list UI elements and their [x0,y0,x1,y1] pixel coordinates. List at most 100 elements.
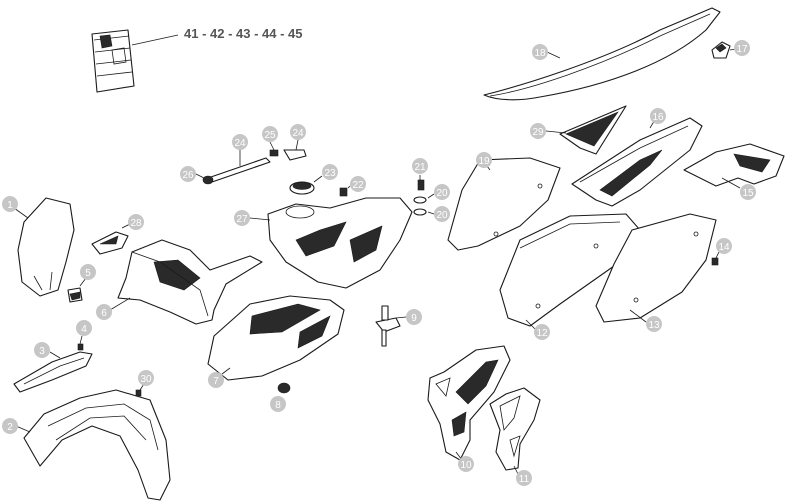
leader-1 [13,207,29,219]
leader-2 [15,425,31,433]
leader-23 [313,175,323,183]
svg-text:20: 20 [436,188,448,199]
callout-28: 28 [128,214,144,230]
svg-text:11: 11 [519,474,530,485]
svg-text:21: 21 [414,162,426,173]
fender-screw [135,389,142,397]
svg-text:20: 20 [436,210,448,221]
svg-text:3: 3 [39,346,45,357]
svg-text:12: 12 [536,328,548,339]
callout-24a: 24 [232,134,248,150]
callout-26: 26 [180,166,196,182]
leader-6 [109,297,131,311]
svg-text:17: 17 [736,44,748,55]
fuel-tank [267,197,413,289]
fork-guard [13,351,93,393]
svg-text:22: 22 [352,180,364,191]
leader-decal-kit [131,34,179,46]
leader-13 [629,309,647,323]
tank-bolt-21 [417,179,425,191]
svg-text:23: 23 [324,168,336,179]
rear-panel-decal [559,105,627,155]
headlight-clip [67,287,83,303]
fuel-cap [289,181,315,195]
leader-26 [195,173,205,179]
callout-6: 6 [96,304,112,320]
svg-text:25: 25 [264,130,276,141]
callout-24b: 24 [290,124,306,140]
svg-text:9: 9 [411,313,417,324]
front-fender [23,389,171,501]
svg-text:30: 30 [140,374,152,385]
callout-20a: 20 [434,184,450,200]
breather-valve [269,149,279,157]
callout-11: 11 [516,470,532,486]
radiator-shroud-frame [117,239,263,325]
leader-4 [79,335,83,345]
hose-clamp [202,175,214,185]
side-number-plate-left [447,157,561,251]
callout-29: 29 [530,123,546,139]
svg-text:14: 14 [718,242,730,253]
callout-22: 22 [350,176,366,192]
callout-8: 8 [270,396,286,412]
fork-guard-screw [77,343,84,351]
side-number-plate-right [595,213,717,323]
callout-3: 3 [34,342,50,358]
svg-text:5: 5 [85,268,91,279]
fuel-tap [375,305,401,347]
callout-9: 9 [406,309,422,325]
svg-text:8: 8 [275,400,281,411]
leader-24b [295,139,299,151]
svg-text:18: 18 [534,48,546,59]
svg-text:26: 26 [182,170,194,181]
callout-12: 12 [534,324,550,340]
radiator-shroud [207,295,345,381]
leader-9 [395,316,407,319]
callout-10: 10 [458,456,474,472]
svg-text:2: 2 [7,422,13,433]
svg-text:1: 1 [7,200,13,211]
callout-1: 1 [2,196,18,212]
frame-guard-right [489,387,541,471]
callout-21: 21 [412,158,428,174]
leader-11 [513,465,519,475]
svg-text:13: 13 [648,320,660,331]
headlight-strap [91,231,129,255]
rear-mudguard-flap [683,143,785,187]
leader-3 [49,351,61,359]
callout-18: 18 [532,44,548,60]
callout-17: 17 [734,40,750,56]
decal-kit-part-numbers: 41 - 42 - 43 - 44 - 45 [184,26,303,41]
svg-text:24: 24 [234,138,246,149]
leader-29 [545,130,567,134]
svg-text:16: 16 [652,112,664,123]
svg-text:7: 7 [213,376,219,387]
callout-5: 5 [80,264,96,280]
seat [483,7,721,101]
svg-text:10: 10 [460,460,472,471]
leader-20a [427,193,435,199]
callout-20b: 20 [434,206,450,222]
callout-25: 25 [262,126,278,142]
callout-16: 16 [650,108,666,124]
leader-25 [269,141,275,151]
leader-15 [721,177,741,189]
leader-20b [427,211,435,215]
leader-7 [221,367,231,375]
washer-20a [413,196,427,204]
rear-side-panel-right [571,117,703,207]
airbox-side-panel [499,213,641,327]
leader-22 [347,185,351,189]
decal-kit-sheet [91,29,135,93]
callout-7: 7 [208,372,224,388]
svg-text:27: 27 [236,214,248,225]
washer-20b [413,208,427,216]
callout-23: 23 [322,164,338,180]
leader-18 [546,51,561,59]
shroud-bolt [277,382,291,394]
svg-text:28: 28 [130,218,142,229]
svg-text:29: 29 [532,127,544,138]
callout-30: 30 [138,370,154,386]
